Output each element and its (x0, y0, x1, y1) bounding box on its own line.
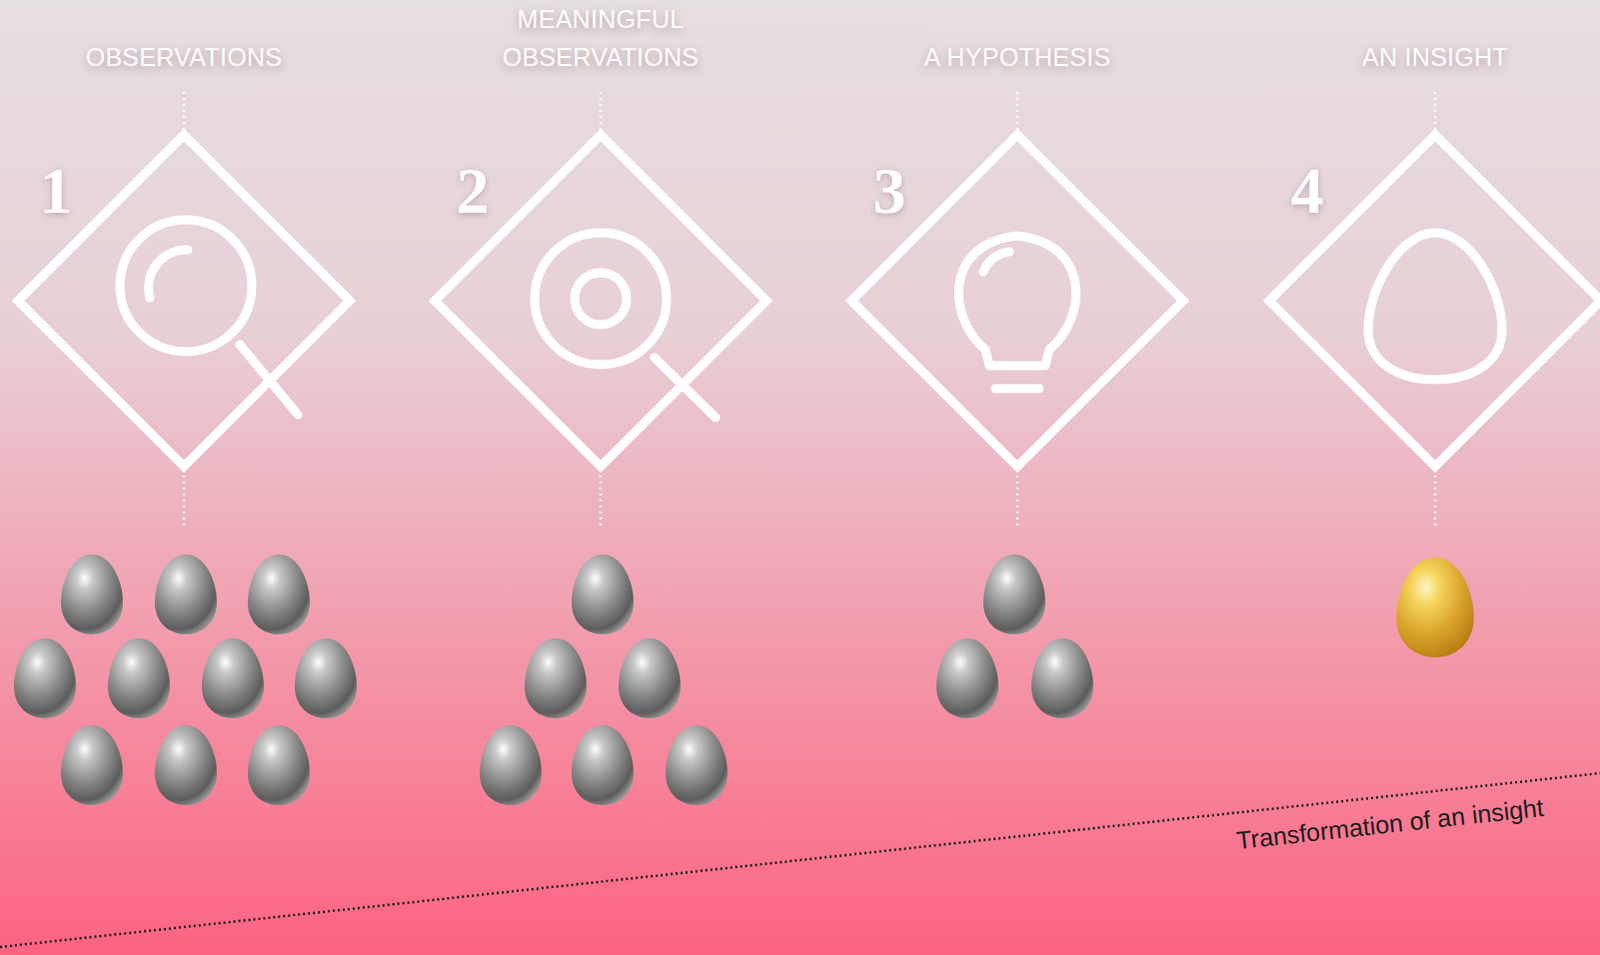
heading-area: AN INSIGHT (1260, 0, 1600, 76)
leader-line (599, 469, 603, 527)
diamond-outline-svg (8, 0, 359, 480)
stage-heading: AN INSIGHT (1305, 37, 1566, 76)
gold-egg (1396, 557, 1475, 658)
silver-egg (571, 554, 634, 635)
silver-egg (107, 638, 170, 719)
silver-egg (936, 638, 999, 719)
timeline-line (0, 773, 1600, 948)
step-number: 4 (1291, 157, 1325, 224)
diamond-outline (434, 134, 767, 467)
silver-egg (294, 638, 357, 719)
lightbulb-icon (958, 235, 1076, 389)
leader-line (182, 469, 186, 527)
axis-caption: Transformation of an insight (1235, 793, 1546, 856)
diamond-outline-svg (425, 0, 776, 480)
diamond-outline (17, 134, 350, 467)
bulb-base (995, 384, 1040, 394)
silver-egg (60, 554, 123, 635)
silver-egg (983, 554, 1046, 635)
target-ring (574, 272, 627, 325)
leader-line (1434, 91, 1438, 134)
silver-egg (524, 638, 587, 719)
egg-icon (1368, 232, 1503, 380)
silver-egg (665, 725, 728, 806)
silver-eggs (13, 554, 1094, 806)
egg-groups (13, 554, 1475, 806)
stage-heading: MEANINGFUL OBSERVATIONS (470, 0, 731, 76)
silver-egg (60, 725, 123, 806)
silver-egg (201, 638, 264, 719)
stage-heading: OBSERVATIONS (53, 37, 314, 76)
silver-egg (247, 725, 310, 806)
silver-egg (154, 725, 217, 806)
silver-egg (154, 554, 217, 635)
leader-line (1016, 91, 1020, 134)
step-number: 1 (39, 157, 73, 224)
leader-line (1434, 469, 1438, 527)
egg-outline (1368, 232, 1503, 380)
step-number: 3 (873, 157, 907, 224)
magnifier-lens (119, 219, 252, 352)
silver-egg (13, 638, 76, 719)
leader-lines (183, 91, 1436, 527)
leader-line (599, 91, 603, 134)
stage-heading: A HYPOTHESIS (887, 37, 1148, 76)
heading-area: A HYPOTHESIS (842, 0, 1193, 76)
leader-line (1016, 469, 1020, 527)
gold-egg-group (1396, 557, 1475, 658)
stage-diamond: A HYPOTHESIS 3 (842, 0, 1193, 480)
target-magnifier-icon (534, 232, 716, 418)
diamond-outline (1269, 134, 1600, 467)
diamond-outline-svg (1260, 0, 1600, 480)
heading-area: MEANINGFUL OBSERVATIONS (425, 0, 776, 76)
stage-diamond: OBSERVATIONS 1 (8, 0, 359, 480)
lens-highlight (148, 249, 188, 298)
bulb-glass (958, 235, 1076, 366)
heading-area: OBSERVATIONS (8, 0, 359, 76)
stage-diamond: AN INSIGHT 4 (1260, 0, 1600, 480)
diamond-outline-svg (842, 0, 1193, 480)
bulb-highlight (983, 251, 1010, 272)
silver-egg (247, 554, 310, 635)
diamond-outline (851, 134, 1184, 467)
step-number: 2 (456, 157, 490, 224)
silver-egg (571, 725, 634, 806)
leader-line (182, 91, 186, 134)
silver-egg (1031, 638, 1094, 719)
stage-diamond: MEANINGFUL OBSERVATIONS 2 (425, 0, 776, 480)
silver-egg (618, 638, 681, 719)
silver-egg (479, 725, 542, 806)
magnifier-lens (534, 232, 667, 365)
